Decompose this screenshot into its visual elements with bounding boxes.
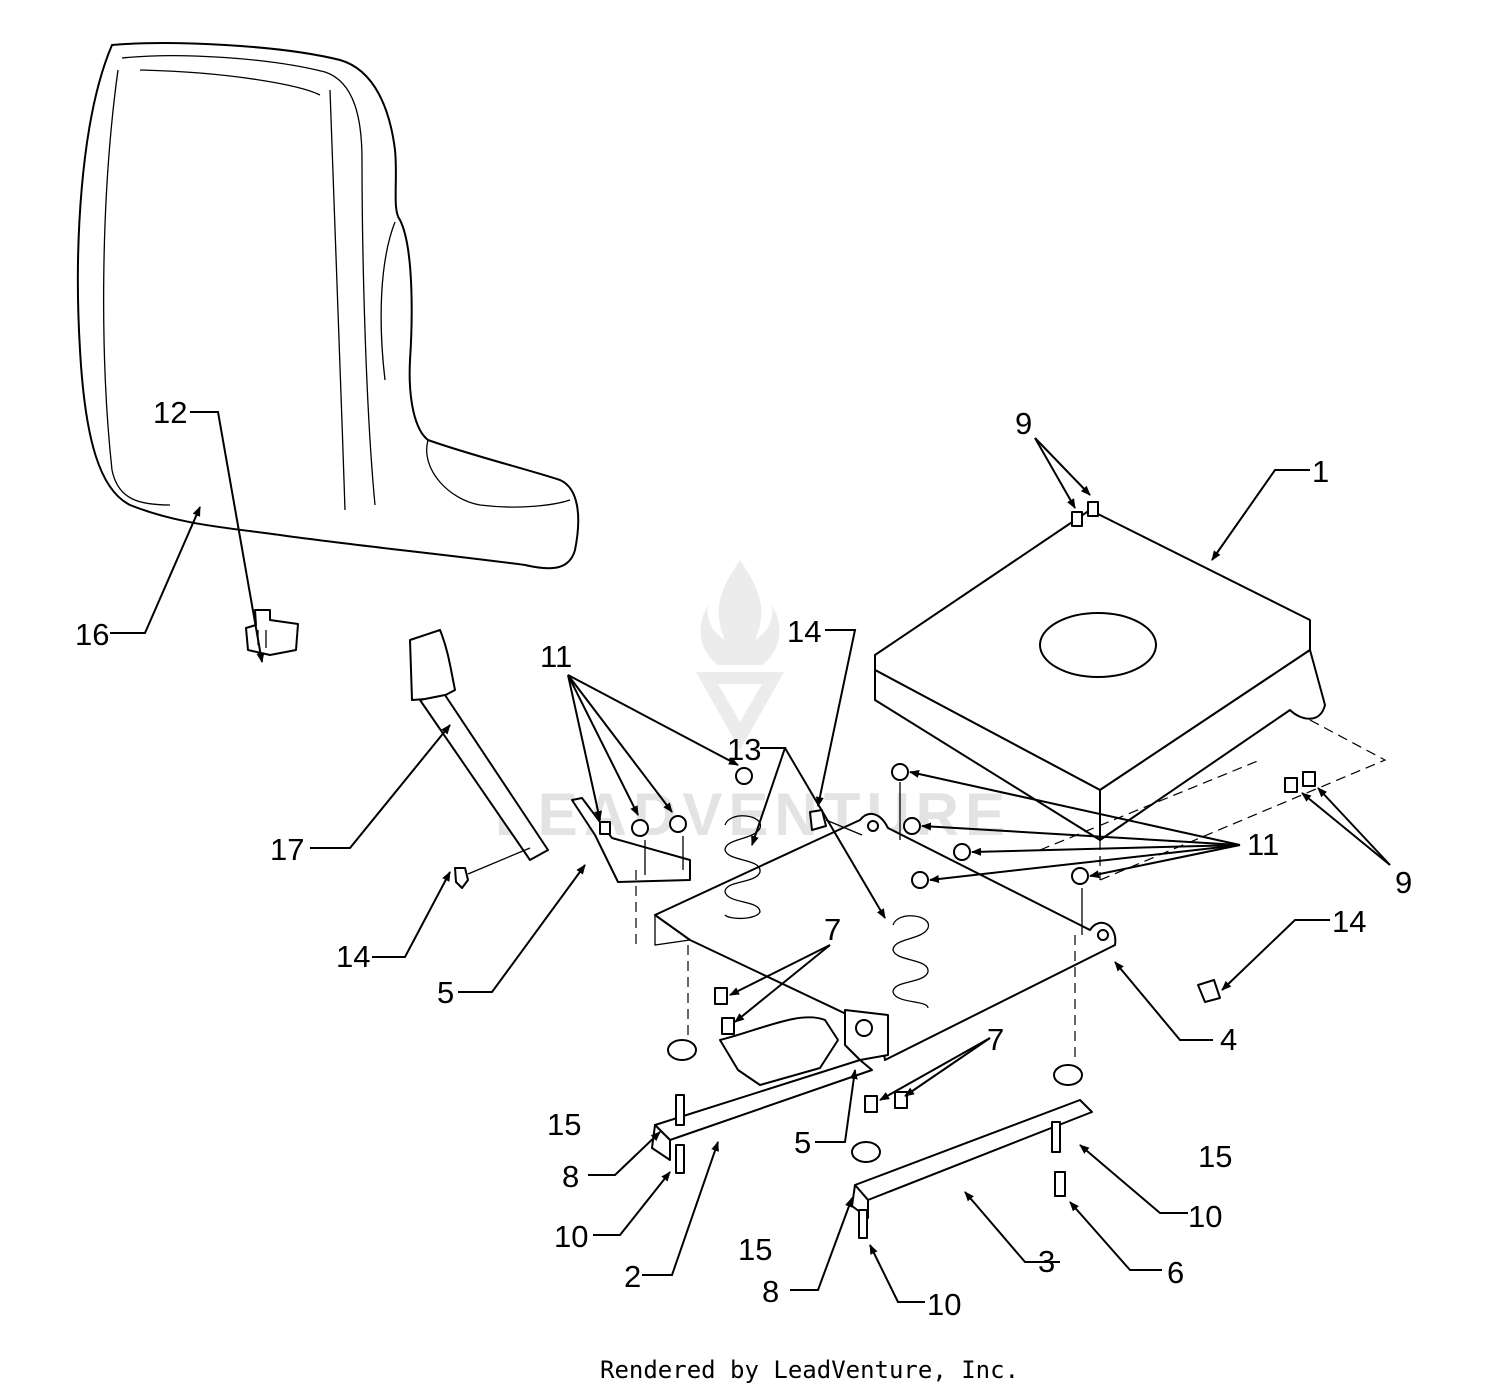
callout-4: 4 [1220,1022,1237,1057]
callout-15-bottom: 15 [738,1232,772,1267]
callout-11-right: 11 [1247,827,1279,862]
callout-10-left: 10 [554,1219,588,1254]
callout-15-left: 15 [547,1107,581,1142]
callout-5-center: 5 [794,1125,811,1160]
callout-8-right: 8 [762,1274,779,1309]
callout-7-lower: 7 [987,1022,1004,1057]
part-spring-left [724,815,761,920]
part-frame [635,812,1117,1086]
callout-13: 13 [727,732,761,767]
callout-14-right: 14 [1332,904,1366,939]
part-bracket-left [571,797,691,883]
callout-8-left: 8 [562,1159,579,1194]
callout-11-left: 11 [540,639,572,674]
callout-17: 17 [270,832,304,867]
callout-3: 3 [1038,1244,1055,1279]
callout-5-left: 5 [437,975,454,1010]
callout-2: 2 [624,1259,641,1294]
callout-labels: 1 2 3 4 5 5 6 7 7 8 8 9 9 10 10 10 11 11… [75,395,1412,1322]
callout-10-bottom: 10 [927,1287,961,1322]
callout-12: 12 [153,395,187,430]
part-seat [76,42,580,570]
footer-credit: Rendered by LeadVenture, Inc. [600,1356,1019,1384]
callout-14-top: 14 [787,614,821,649]
part-rail-right [851,935,1093,1239]
part-spring-right [892,915,929,1009]
callout-10-right: 10 [1188,1199,1222,1234]
part-rail-left [651,945,873,1174]
callout-7-upper: 7 [824,912,841,947]
part-nuts [599,763,1089,1113]
part-lever [409,629,549,861]
part-pin-right [1197,979,1221,1003]
leadventure-logo-icon [696,560,784,750]
part-seat-pan [874,501,1387,881]
callout-9-right: 9 [1395,865,1412,900]
watermark: LEADVENTURE [495,560,1011,848]
callout-9-top: 9 [1015,406,1032,441]
leader-lines [110,411,1391,1303]
callout-16: 16 [75,617,109,652]
part-pin-left [454,847,531,889]
callout-14-left: 14 [336,939,370,974]
callout-6: 6 [1167,1255,1184,1290]
callout-1: 1 [1312,454,1329,489]
part-pin-top [809,809,863,836]
watermark-text: LEADVENTURE [495,781,1011,848]
callout-15-right: 15 [1198,1139,1232,1174]
